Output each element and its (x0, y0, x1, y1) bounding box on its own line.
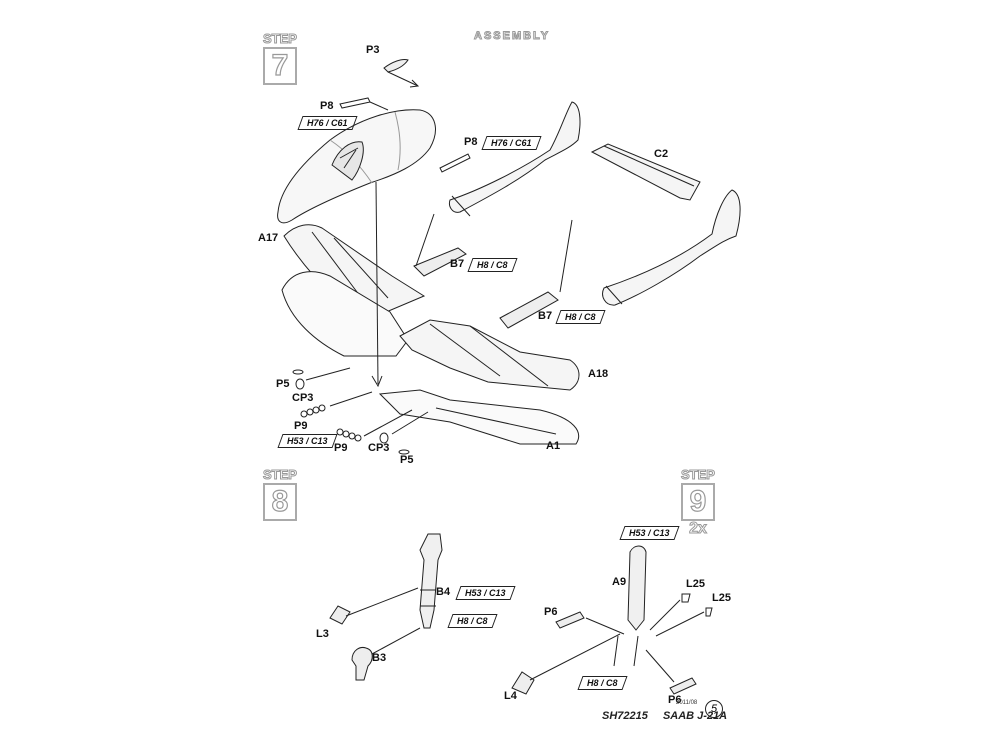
color-h8-c8-lower: H8 / C8 (555, 310, 606, 324)
part-l3 (329, 605, 351, 625)
step-9-marker: STEP 9 2x (678, 467, 718, 537)
part-l25-a (681, 593, 691, 603)
label-b7-upper: B7 (450, 258, 465, 270)
label-cp3-right: CP3 (368, 442, 390, 454)
color-h53-c13-b4: H53 / C13 (455, 586, 516, 600)
color-h8-c8-b4: H8 / C8 (447, 614, 498, 628)
label-p5-left: P5 (276, 378, 290, 390)
label-l25-b: L25 (712, 592, 731, 604)
label-p6-upper: P6 (544, 606, 558, 618)
color-h53-c13-a9: H53 / C13 (619, 526, 680, 540)
color-h8-c8-a9: H8 / C8 (577, 676, 628, 690)
part-p6-upper (555, 611, 585, 629)
part-cp3-right (379, 432, 389, 444)
label-l4: L4 (504, 690, 517, 702)
label-p3: P3 (366, 44, 380, 56)
part-a18-wing (399, 319, 580, 391)
step-number: 9 (681, 483, 715, 521)
part-cp3-left (295, 378, 305, 390)
label-p9-right: P9 (334, 442, 348, 454)
part-l25-b (705, 607, 713, 617)
print-date: 2011/08 (676, 700, 698, 706)
label-l25-a: L25 (686, 578, 705, 590)
label-a18: A18 (588, 368, 609, 380)
part-p8-right (439, 153, 471, 173)
label-p5-right: P5 (400, 454, 414, 466)
label-p6-lower: P6 (668, 694, 682, 706)
tail-boom-left (449, 101, 581, 213)
label-b4: B4 (436, 586, 451, 598)
label-p8-right: P8 (464, 136, 478, 148)
label-a9: A9 (612, 576, 627, 588)
color-h76-c61-right: H76 / C61 (481, 136, 542, 150)
part-p9-left (300, 404, 326, 418)
label-p9-left: P9 (294, 420, 308, 432)
part-c2 (590, 143, 701, 201)
step-8-marker: STEP 8 (262, 467, 298, 521)
part-p5-left (292, 369, 304, 375)
step-multiplier: 2x (689, 520, 708, 537)
lower-wing-left (281, 271, 409, 357)
step-word: STEP (263, 467, 298, 482)
color-h53-c13-left: H53 / C13 (277, 434, 338, 448)
label-b7-lower: B7 (538, 310, 553, 322)
color-h76-c61-left: H76 / C61 (297, 116, 358, 130)
color-h8-c8-upper: H8 / C8 (467, 258, 518, 272)
label-cp3-left: CP3 (292, 392, 314, 404)
assembly-title: ASSEMBLY (473, 30, 551, 43)
part-p6-lower (669, 677, 697, 695)
part-p3 (383, 59, 409, 73)
part-p8-left (339, 97, 371, 109)
label-a17: A17 (258, 232, 279, 244)
tail-boom-right (602, 189, 741, 306)
part-p9-right (336, 428, 362, 442)
step-number: 7 (263, 47, 297, 85)
part-l4 (511, 671, 535, 695)
part-a9-strut (627, 545, 647, 631)
label-l3: L3 (316, 628, 329, 640)
part-b7-upper (413, 247, 467, 277)
part-p5-right (398, 449, 410, 455)
label-c2: C2 (654, 148, 669, 160)
part-b7-lower (499, 291, 559, 329)
step-word: STEP (681, 467, 716, 482)
label-a1: A1 (546, 440, 561, 452)
page-number: 5 (705, 700, 723, 718)
label-b3: B3 (372, 652, 387, 664)
part-b4-strut (419, 533, 443, 629)
label-p8-left: P8 (320, 100, 334, 112)
step-number: 8 (263, 483, 297, 521)
kit-code: SH72215 (602, 710, 648, 722)
step-word: STEP (263, 31, 298, 46)
part-b3 (351, 647, 373, 681)
step-7-marker: STEP 7 (262, 31, 298, 85)
